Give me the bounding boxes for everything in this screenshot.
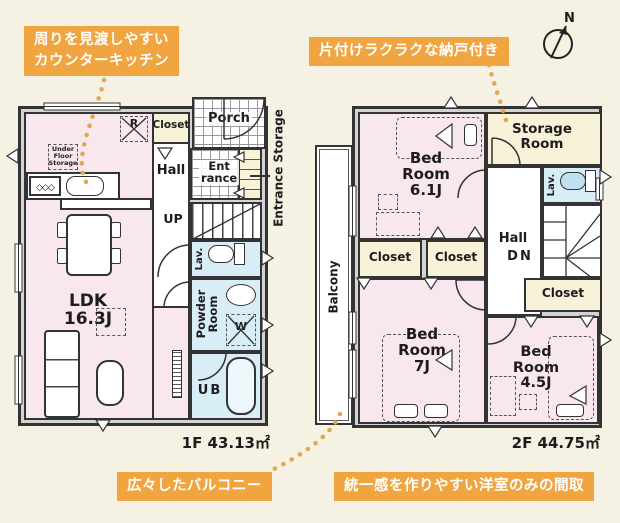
floor2-area-label: 2F 44.75㎡ [511, 434, 600, 452]
pillow [556, 404, 584, 417]
toilet-tank-icon [585, 170, 596, 192]
label-porch: Porch [206, 111, 252, 127]
bed [396, 117, 482, 159]
room-closet-a [358, 240, 422, 278]
pillow [424, 404, 448, 418]
callout-balcony: 広々したバルコニー [117, 472, 272, 502]
callout-counter-kitchen: 周りを見渡しやすい カウンターキッチン [24, 26, 179, 77]
label-closet-1f: Closet [152, 119, 190, 131]
sofa [44, 330, 80, 418]
fridge-icon [120, 116, 148, 142]
bed [548, 336, 594, 420]
callout-storage-room: 片付けラクラクな納戸付き [309, 37, 509, 67]
label-lav-1f: Lav. [193, 247, 205, 271]
stairs-up [190, 202, 262, 240]
chair [378, 194, 398, 210]
compass-icon [543, 25, 573, 59]
toilet-bowl-icon [208, 245, 234, 263]
label-washer: W [234, 320, 248, 333]
kitchen-wagon [96, 308, 126, 336]
label-up: UP [163, 211, 183, 226]
coffee-table [96, 360, 124, 406]
room-closet-1f [152, 112, 190, 144]
label-entrance: Ent rance [199, 159, 240, 186]
desk [490, 376, 516, 416]
toilet-bowl-icon [560, 172, 586, 190]
label-closet-c: Closet [541, 286, 585, 300]
washer-box [226, 314, 256, 346]
sink-icon [66, 176, 104, 196]
floor1-area-label: 1F 43.13㎡ [181, 434, 270, 452]
dining-table [66, 214, 112, 276]
room-closet-c [524, 278, 602, 312]
label-powder: Powder Room [193, 289, 220, 339]
bathtub-icon [226, 357, 256, 415]
compass-north-label: N [564, 11, 575, 26]
label-storage-room: Storage Room [511, 121, 573, 152]
callout-western-rooms: 統一感を作りやすい洋室のみの間取 [334, 472, 594, 502]
room-bedroom2 [358, 278, 486, 424]
label-closet-b: Closet [434, 250, 478, 264]
pillow [464, 124, 477, 146]
label-fridge: R [129, 117, 139, 130]
label-dn: DN [507, 249, 533, 264]
room-ldk-extension [152, 306, 190, 420]
chair [519, 394, 537, 410]
stairs-down [542, 204, 602, 278]
label-ldk: LDK 16.3J [63, 291, 113, 330]
chair [111, 248, 121, 264]
bed [382, 334, 460, 422]
stove-icon: ◇◇◇ [29, 176, 61, 196]
label-under-floor: Under Floor Storage [48, 145, 78, 168]
label-hall-1f: Hall [156, 163, 186, 178]
room-closet-b [426, 240, 486, 278]
label-bedroom2: Bed Room 7J [398, 325, 446, 376]
entrance-storage-pointer [250, 175, 270, 177]
chair [57, 248, 67, 264]
desk [376, 212, 420, 236]
label-bedroom1: Bed Room 6.1J [402, 149, 450, 200]
label-balcony: Balcony [326, 260, 341, 314]
label-bedroom3: Bed Room 4.5J [512, 344, 560, 392]
label-lav-2f: Lav. [545, 173, 557, 197]
label-closet-a: Closet [368, 250, 412, 264]
basin-icon [226, 284, 256, 306]
toilet-tank-icon [234, 243, 245, 265]
label-hall-2f: Hall [498, 231, 528, 246]
entrance-storage-shelf [238, 148, 262, 200]
under-floor-storage-box [48, 144, 78, 170]
label-entrance-storage: Entrance Storage [271, 109, 286, 227]
label-ub: UB [197, 383, 223, 398]
chair [57, 222, 67, 238]
counter-island [60, 198, 152, 210]
tv-board [172, 350, 182, 398]
chair [111, 222, 121, 238]
pillow [394, 404, 418, 418]
